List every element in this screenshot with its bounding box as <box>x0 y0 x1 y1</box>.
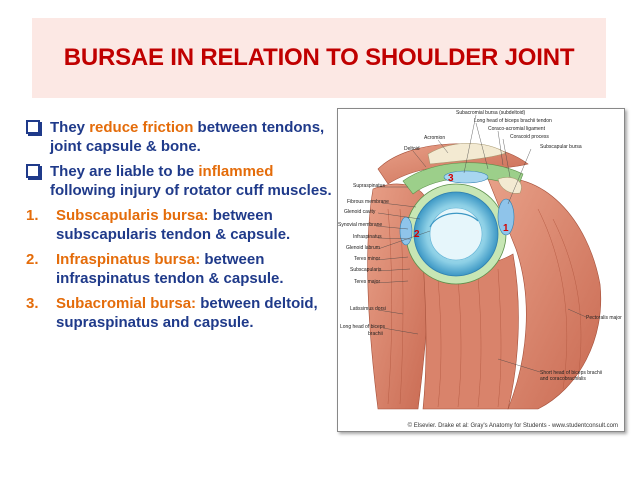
label-subscapularis: Subscapularis <box>350 267 382 273</box>
bursa-description: between subscapularis tendon & capsule. <box>56 207 291 243</box>
label-coracobrachialis: and coracobrachialis <box>540 376 586 382</box>
bullet-item: They reduce friction between tendons, jo… <box>26 118 332 156</box>
leader-lines <box>375 114 587 373</box>
item-number: 1. <box>26 207 39 224</box>
shoulder-anatomy-figure: Subacromial bursa (subdeltoid) Long head… <box>337 108 625 432</box>
coracoid-bone <box>497 177 522 194</box>
bullet-text-part: They <box>50 119 90 136</box>
bullet-text: They are liable to be inflammed followin… <box>50 162 332 200</box>
item-number: 2. <box>26 251 39 268</box>
bullet-highlight: inflammed <box>198 163 274 180</box>
numbered-text: Subacromial bursa: between deltoid, supr… <box>56 294 332 332</box>
title-banner: BURSAE IN RELATION TO SHOULDER JOINT <box>32 18 606 98</box>
bullet-text: They reduce friction between tendons, jo… <box>50 118 332 156</box>
numbered-text: Subscapularis bursa: between subscapular… <box>56 206 332 244</box>
bullet-text-part: They are liable to be <box>50 163 199 180</box>
bursa-name: Infraspinatus bursa: <box>56 251 201 268</box>
label-synovial-membrane: Synovial membrane <box>338 222 382 228</box>
label-teres-major: Teres major <box>354 279 380 285</box>
label-glenoid-labrum: Glenoid labrum <box>346 245 380 251</box>
numbered-item: 3. Subacromial bursa: between deltoid, s… <box>26 294 332 332</box>
label-coracoid-process: Coracoid process <box>510 134 549 140</box>
acromion-bone <box>427 143 507 165</box>
glenoid-surface <box>429 207 483 261</box>
label-infraspinatus: Infraspinatus <box>353 234 382 240</box>
content-list: They reduce friction between tendons, jo… <box>26 118 332 338</box>
marker-2-infraspinatus-bursa: 2 <box>414 229 420 240</box>
label-latissimus-dorsi: Latissimus dorsi <box>350 306 386 312</box>
label-short-head-of-biceps: Short head of biceps brachii <box>540 370 602 376</box>
numbered-text: Infraspinatus bursa: between infraspinat… <box>56 250 332 288</box>
marker-1-subscapularis-bursa: 1 <box>503 223 509 234</box>
supraspinatus-tendon <box>402 162 524 195</box>
slide-title: BURSAE IN RELATION TO SHOULDER JOINT <box>63 44 575 71</box>
label-biceps-long-head-tendon: Long head of biceps brachii tendon <box>474 118 552 124</box>
label-coraco-acromial-ligament: Coraco-acromial ligament <box>488 126 546 132</box>
shoulder-illustration: Subacromial bursa (subdeltoid) Long head… <box>338 110 622 410</box>
label-glenoid-cavity: Glenoid cavity <box>344 209 376 215</box>
label-acromion: Acromion <box>424 135 445 141</box>
bullet-marker <box>26 118 50 139</box>
label-fibrous-membrane: Fibrous membrane <box>347 199 389 205</box>
glenoid-labrum <box>429 212 479 228</box>
checkbox-bullet-icon <box>26 120 40 134</box>
numbered-item: 1. Subscapularis bursa: between subscapu… <box>26 206 332 244</box>
pectoralis-muscle <box>487 177 602 410</box>
label-supraspinatus: Supraspinatus <box>353 183 385 189</box>
label-brachii: brachii <box>368 331 383 337</box>
item-number: 3. <box>26 295 39 312</box>
figure-caption: © Elsevier. Drake et al: Gray's Anatomy … <box>407 423 618 429</box>
subacromial-bursa <box>443 170 489 184</box>
bursa-name: Subscapularis bursa: <box>56 207 209 224</box>
label-long-head-of-biceps: Long head of biceps <box>340 324 386 330</box>
label-pectoralis-major: Pectoralis major <box>586 315 622 321</box>
subscapular-bursa <box>497 198 515 236</box>
bursa-description: between deltoid, supraspinatus and capsu… <box>56 295 318 331</box>
marker-3-subacromial-bursa: 3 <box>448 173 454 184</box>
bursa-description: between infraspinatus tendon & capsule. <box>56 251 284 287</box>
label-subacromial-bursa: Subacromial bursa (subdeltoid) <box>456 110 526 116</box>
numbered-item: 2. Infraspinatus bursa: between infraspi… <box>26 250 332 288</box>
bursa-name: Subacromial bursa: <box>56 295 197 312</box>
label-subscapular-bursa: Subscapular bursa <box>540 144 582 150</box>
bullet-text-part: following injury of rotator cuff muscles… <box>50 182 332 199</box>
bullet-marker <box>26 162 50 183</box>
label-deltoid: Deltoid <box>404 146 420 152</box>
bullet-text-part: between tendons, joint capsule & bone. <box>50 119 325 155</box>
bullet-highlight: reduce friction <box>89 119 194 136</box>
label-teres-minor: Teres minor <box>354 256 380 262</box>
checkbox-bullet-icon <box>26 164 40 178</box>
bullet-item: They are liable to be inflammed followin… <box>26 162 332 200</box>
